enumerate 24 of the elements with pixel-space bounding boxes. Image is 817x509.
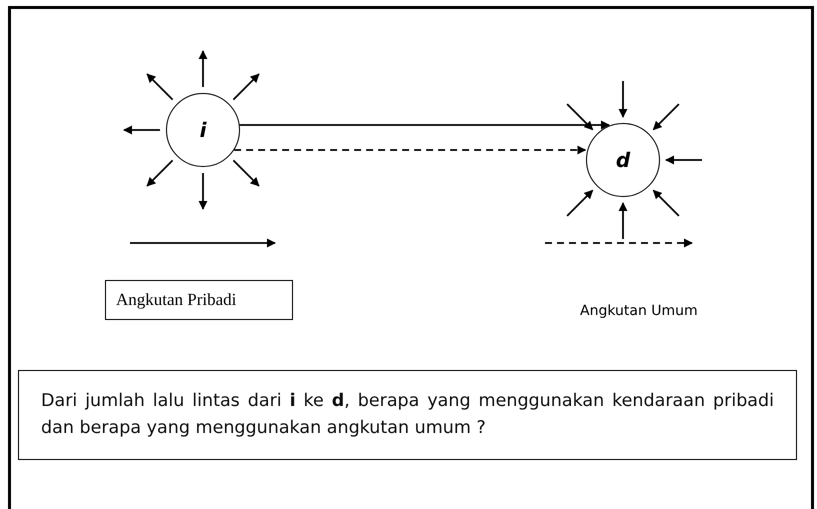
arrow [146, 74, 174, 100]
legend-label: Angkutan Pribadi [105, 280, 293, 320]
arrow [566, 104, 594, 130]
arrow [618, 202, 628, 239]
arrow [652, 104, 680, 130]
arrow [198, 173, 208, 210]
arrow [234, 146, 586, 154]
legend-label: Angkutan Umum [580, 303, 698, 319]
node-label: i [200, 118, 206, 142]
arrow [146, 160, 174, 186]
arrow [652, 190, 680, 216]
node-label: d [616, 148, 630, 172]
circle-node [166, 93, 240, 167]
question-text: Dari jumlah lalu lintas dari i ke d, berapa yang menggunakan kendaraan pribadi dan berapa yang menggunakan angkutan umum ? [41, 390, 774, 440]
arrow [240, 120, 610, 130]
arrow [566, 190, 594, 216]
circle-node [586, 123, 660, 197]
question-box [18, 370, 797, 460]
arrow [618, 81, 628, 118]
arrow [232, 74, 260, 100]
arrow [232, 160, 260, 186]
arrow [198, 50, 208, 87]
arrow [665, 156, 702, 164]
arrow [123, 126, 160, 134]
